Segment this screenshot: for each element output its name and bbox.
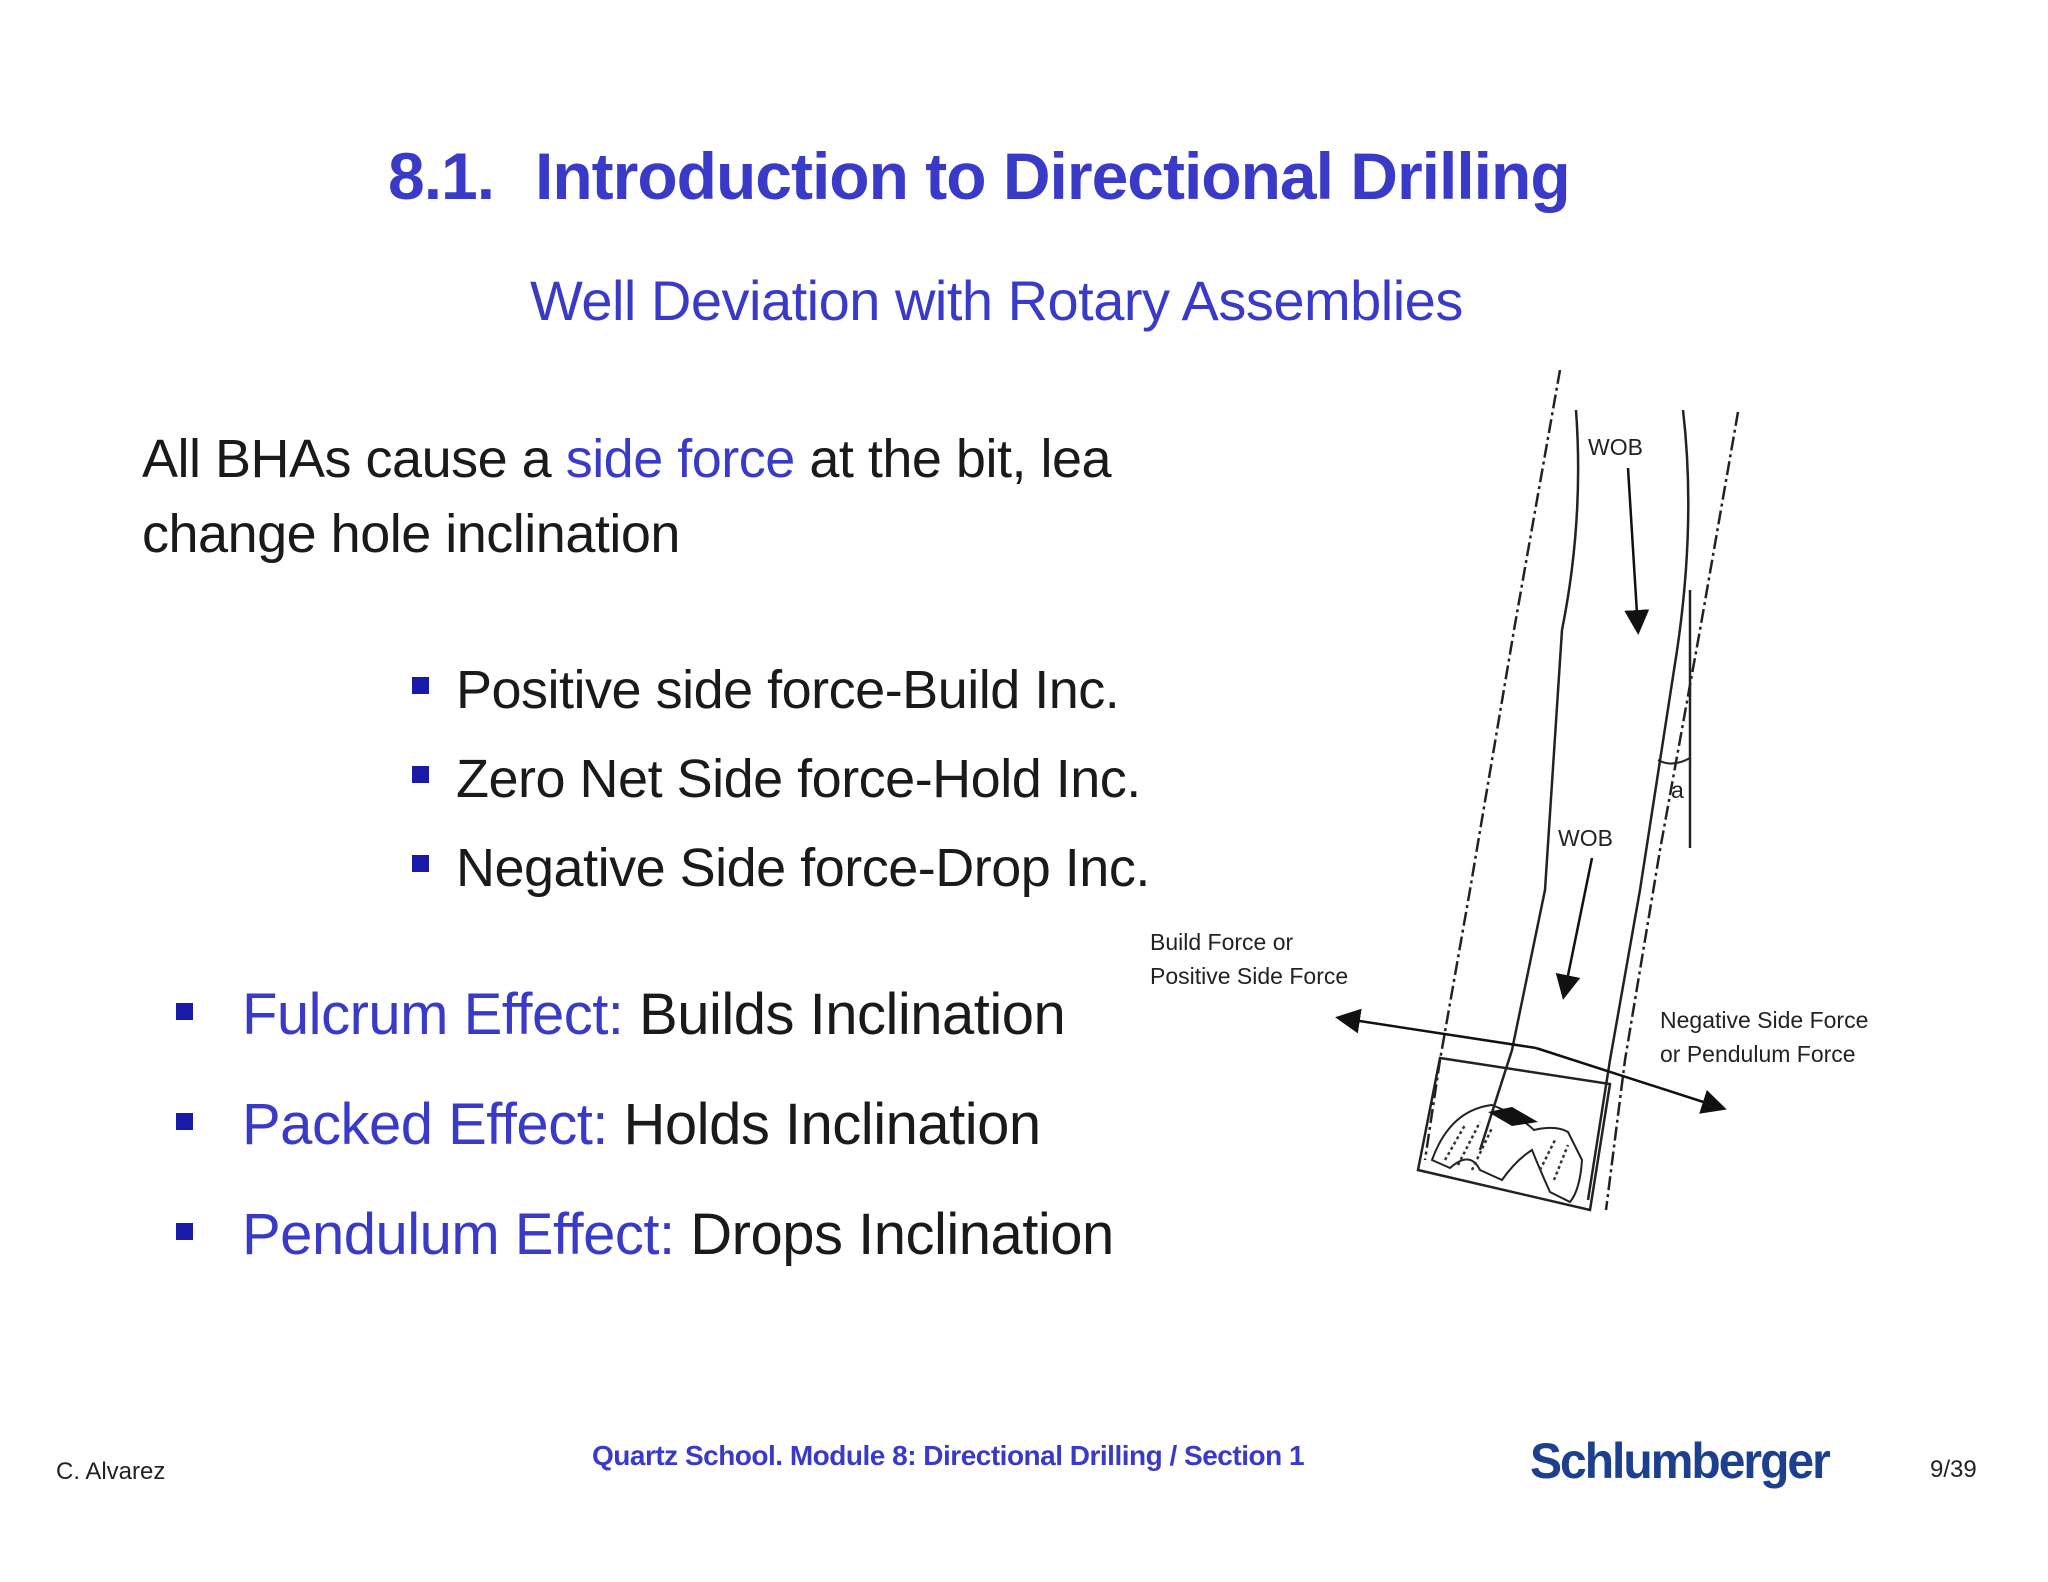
footer-author: C. Alvarez: [56, 1458, 166, 1485]
square-bullet-icon: [412, 766, 429, 783]
square-bullet-icon: [176, 1003, 193, 1020]
intro-line-1: All BHAs cause a side force at the bit, …: [142, 422, 1112, 497]
page-number: 9/39: [1930, 1456, 1977, 1483]
borehole-diagram: a WOB WOB Build Force or Positive Side F…: [1150, 370, 1868, 1212]
section-title: Introduction to Directional Drilling: [535, 139, 1571, 213]
wob-arrow-top: [1624, 467, 1650, 635]
wob-label-mid: WOB: [1558, 825, 1613, 851]
intro-highlight: side force: [565, 429, 796, 489]
effect-text: Pendulum Effect: Drops Inclination: [242, 1198, 1114, 1272]
side-force-arrow: [1335, 1008, 1537, 1050]
negative-force-label-1: Negative Side Force: [1660, 1007, 1868, 1033]
square-bullet-icon: [176, 1113, 193, 1130]
build-force-label-2: Positive Side Force: [1150, 963, 1348, 989]
effect-desc: Builds Inclination: [623, 982, 1066, 1047]
square-bullet-icon: [412, 677, 429, 694]
effect-desc: Holds Inclination: [607, 1092, 1042, 1157]
square-bullet-icon: [176, 1223, 193, 1240]
angle-label: a: [1671, 777, 1684, 803]
section-number: 8.1.: [388, 139, 495, 213]
list-item-text: Positive side force-Build Inc.: [456, 660, 1120, 720]
bha-right-line: [1586, 409, 1690, 1201]
list-item-text: Negative Side force-Drop Inc.: [456, 838, 1150, 898]
wob-label-top: WOB: [1588, 434, 1643, 460]
intro-paragraph: All BHAs cause a side force at the bit, …: [142, 422, 1112, 572]
square-bullet-icon: [412, 855, 429, 872]
slide-subtitle: Well Deviation with Rotary Assemblies: [530, 269, 1463, 332]
bha-left-line: [1478, 409, 1580, 1151]
effect-name: Fulcrum Effect:: [242, 982, 624, 1047]
negative-force-label-2: or Pendulum Force: [1660, 1041, 1856, 1067]
borehole-right-wall: [1604, 411, 1740, 1211]
bit-center-cone: [1488, 1107, 1538, 1126]
effect-desc: Drops Inclination: [674, 1202, 1114, 1267]
wob-arrow-mid: [1555, 857, 1594, 1000]
build-force-label-1: Build Force or: [1150, 929, 1294, 955]
bit-outline: [1416, 1056, 1612, 1212]
inclination-angle-arc: [1657, 757, 1691, 765]
effect-name: Pendulum Effect:: [242, 1202, 675, 1267]
bit-cone-detail: [1443, 1110, 1570, 1181]
effect-text: Packed Effect: Holds Inclination: [242, 1088, 1041, 1162]
intro-line-2: change hole inclination: [142, 504, 680, 564]
intro-text-2: at the bit, lea: [794, 429, 1112, 489]
schlumberger-logo: Schlumberger: [1530, 1433, 1831, 1490]
bit-cutters: [1430, 1103, 1584, 1204]
list-item-text: Zero Net Side force-Hold Inc.: [456, 749, 1141, 809]
intro-text-1: All BHAs cause a: [142, 429, 566, 489]
footer-course: Quartz School. Module 8: Directional Dri…: [592, 1440, 1305, 1471]
effect-text: Fulcrum Effect: Builds Inclination: [242, 978, 1066, 1052]
effect-name: Packed Effect:: [242, 1092, 608, 1157]
borehole-left-wall: [1423, 370, 1562, 1161]
side-force-arrow: [1535, 1046, 1727, 1114]
